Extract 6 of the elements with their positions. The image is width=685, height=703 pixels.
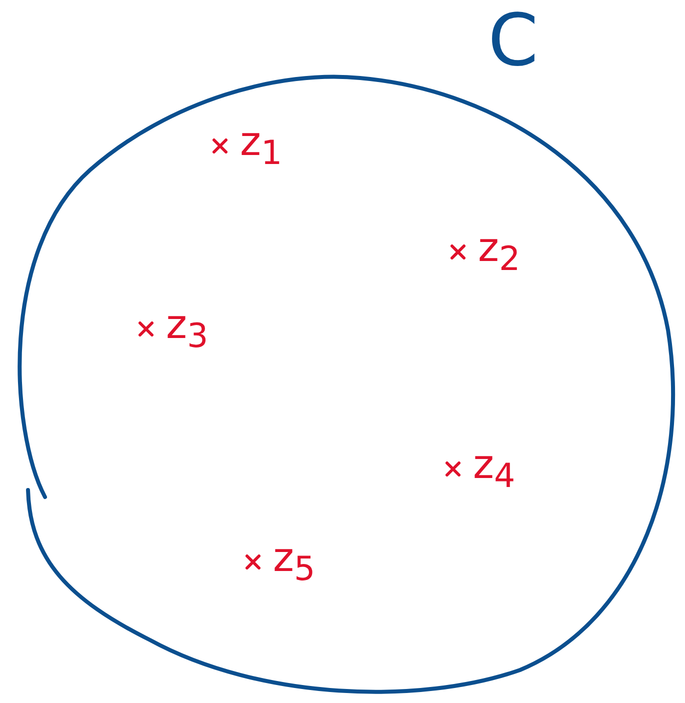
point-label: z$_{3}$ xyxy=(166,305,208,352)
point-label: z$_{1}$ xyxy=(240,122,282,170)
point-label: z$_{5}$ xyxy=(273,538,316,586)
curve-label: C xyxy=(488,4,538,76)
point-label: z$_{4}$ xyxy=(473,445,516,492)
point-label: z$_{2}$ xyxy=(478,228,520,276)
